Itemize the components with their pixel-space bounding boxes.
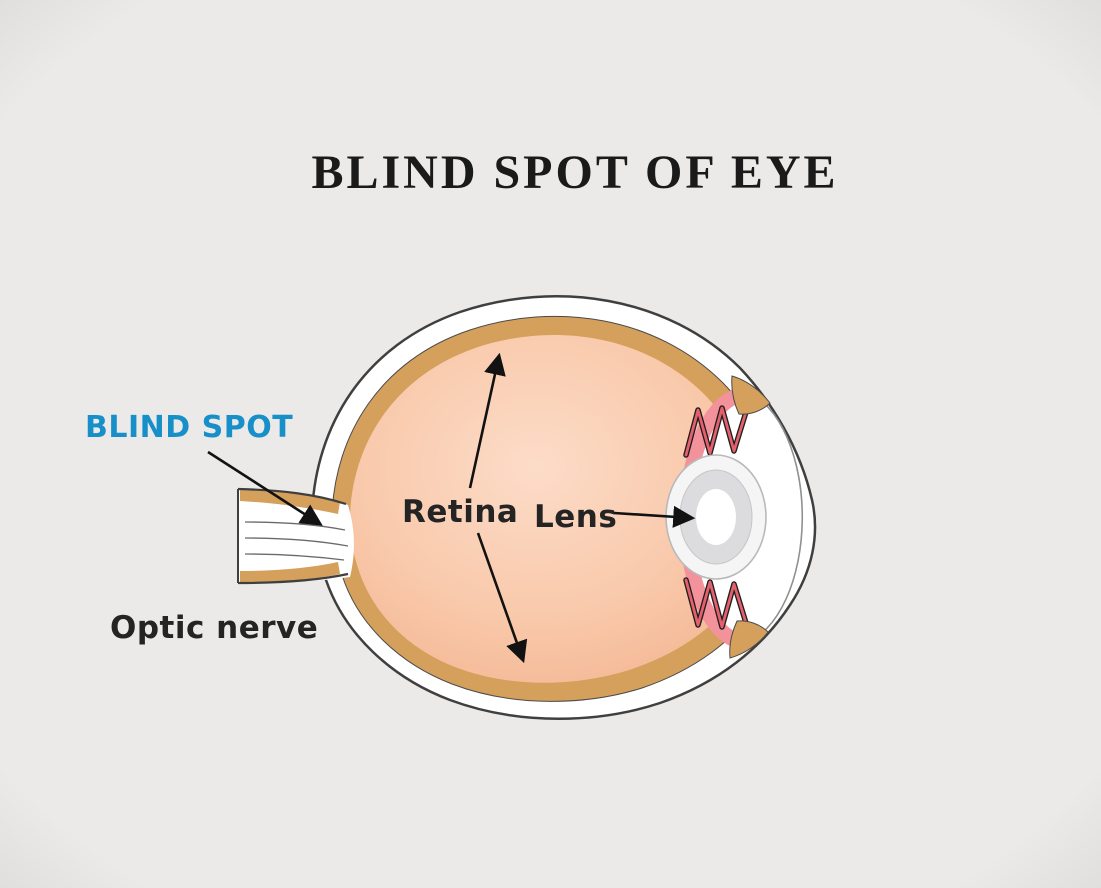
optic-nerve [237, 487, 354, 585]
lens-label: Lens [534, 499, 617, 535]
retina-label: Retina [402, 494, 518, 530]
page-title: BLIND SPOT OF EYE [311, 146, 838, 199]
lens-core [696, 489, 736, 545]
blind-spot-label: BLIND SPOT [85, 410, 293, 445]
optic-nerve-label: Optic nerve [110, 610, 318, 646]
